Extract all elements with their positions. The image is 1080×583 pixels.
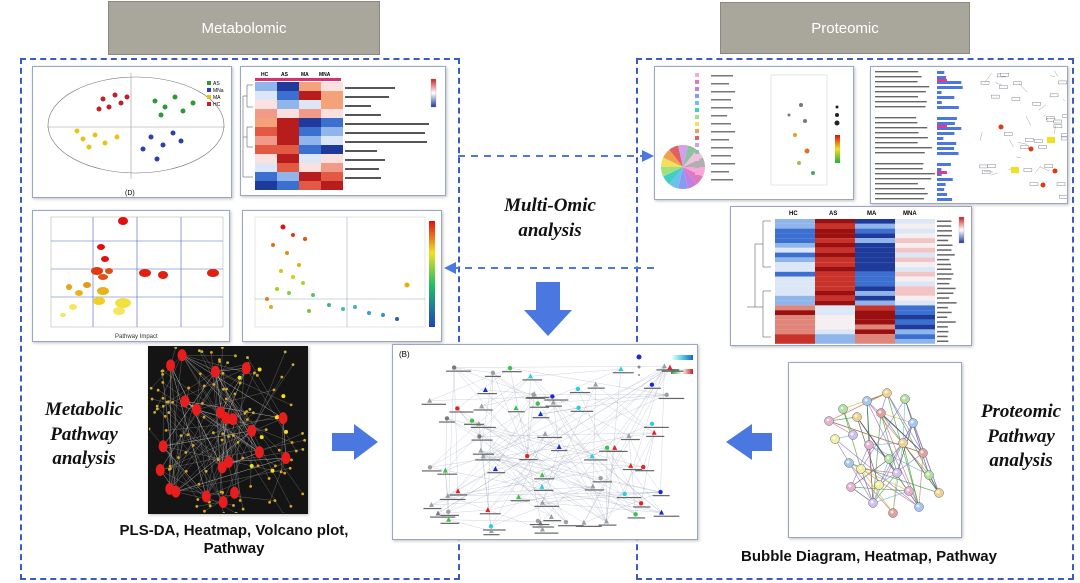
- plsda-legend-ma: MA: [213, 95, 221, 101]
- protein-heatmap: HC AS MA MNA: [747, 211, 965, 344]
- metabolite-heatmap-group-hc: HC: [261, 72, 269, 78]
- pathway-bubble-xlabel: Pathway Impact: [115, 334, 158, 340]
- volcano-points: [265, 224, 410, 321]
- volcano-plot: [254, 216, 435, 328]
- metabolite-heatmap-group-mna: MNA: [319, 72, 331, 78]
- metabolomic-caption: PLS-DA, Heatmap, Volcano plot, Pathway: [119, 522, 349, 557]
- plsda-thumbnail: AS MNa MA HC (D): [32, 66, 232, 198]
- protein-heatmap-cells: [775, 219, 935, 344]
- protein-enrichment-plots: [875, 70, 1067, 201]
- metabolic-network-image: [148, 346, 308, 514]
- volcano-thumbnail: [242, 210, 442, 342]
- integrated-network-panel: (B): [392, 344, 698, 540]
- plsda-points-yellow: [74, 128, 120, 150]
- proteomic-frame: [636, 58, 1074, 580]
- plsda-panel-label: (D): [125, 190, 135, 197]
- metabolite-heatmap-cells: [255, 82, 343, 190]
- protein-heatmap-thumbnail: HC AS MA MNA: [730, 206, 972, 346]
- protein-heatmap-group-hc: HC: [789, 211, 798, 217]
- protein-interaction-network: [788, 362, 962, 538]
- plsda-points-red: [96, 92, 130, 112]
- pathway-bubble-plot: Pathway Impact: [50, 216, 224, 340]
- pathway-bubbles: [60, 217, 219, 317]
- metabolite-heatmap-group-as: AS: [281, 72, 289, 78]
- protein-interaction-graph: [824, 388, 944, 518]
- protein-pie-chart: [661, 73, 705, 189]
- plsda-legend-as: AS: [213, 81, 220, 87]
- protein-enrichment-thumbnail: [870, 66, 1068, 204]
- multi-omic-title: Multi-Omic analysis: [504, 195, 596, 241]
- plsda-legend: AS MNa MA HC: [207, 81, 224, 108]
- protein-heatmap-group-as: AS: [829, 211, 837, 217]
- pathway-bubble-thumbnail: Pathway Impact: [32, 210, 230, 342]
- protein-bubble-thumbnail: [654, 66, 854, 200]
- proteomic-pathway-label: Proteomic Pathway analysis: [980, 401, 1062, 472]
- metabolite-heatmap: HC AS MA MNA: [242, 72, 437, 190]
- metabolite-heatmap-group-ma: MA: [301, 72, 309, 78]
- proteomic-caption: Bubble Diagram, Heatmap, Pathway: [741, 548, 997, 565]
- plsda-plot: AS MNa MA HC (D): [47, 73, 225, 197]
- proteomic-header-label: Proteomic: [811, 19, 879, 37]
- plsda-points-green: [152, 94, 196, 118]
- protein-heatmap-group-mna: MNA: [903, 211, 917, 217]
- protein-bubble-diagram: [661, 73, 840, 189]
- integrated-network-graph: (B): [399, 350, 693, 536]
- solid-arrows: [332, 282, 772, 460]
- protein-bubbles: [787, 103, 815, 175]
- metabolic-pathway-label: Metabolic Pathway analysis: [44, 399, 124, 470]
- plsda-legend-mna: MNa: [213, 88, 224, 94]
- metabolomic-header-label: Metabolomic: [201, 19, 287, 37]
- protein-heatmap-group-ma: MA: [867, 211, 877, 217]
- plsda-points-blue: [140, 130, 184, 162]
- proteomic-header: Proteomic: [720, 2, 970, 54]
- plsda-legend-hc: HC: [213, 102, 221, 108]
- metabolic-network-graph: [149, 347, 307, 513]
- metabolite-heatmap-thumbnail: HC AS MA MNA: [240, 66, 446, 196]
- integrated-network-panel-label: (B): [399, 350, 410, 359]
- metabolomic-header: Metabolomic: [108, 1, 380, 55]
- metabolomic-frame: [20, 58, 460, 580]
